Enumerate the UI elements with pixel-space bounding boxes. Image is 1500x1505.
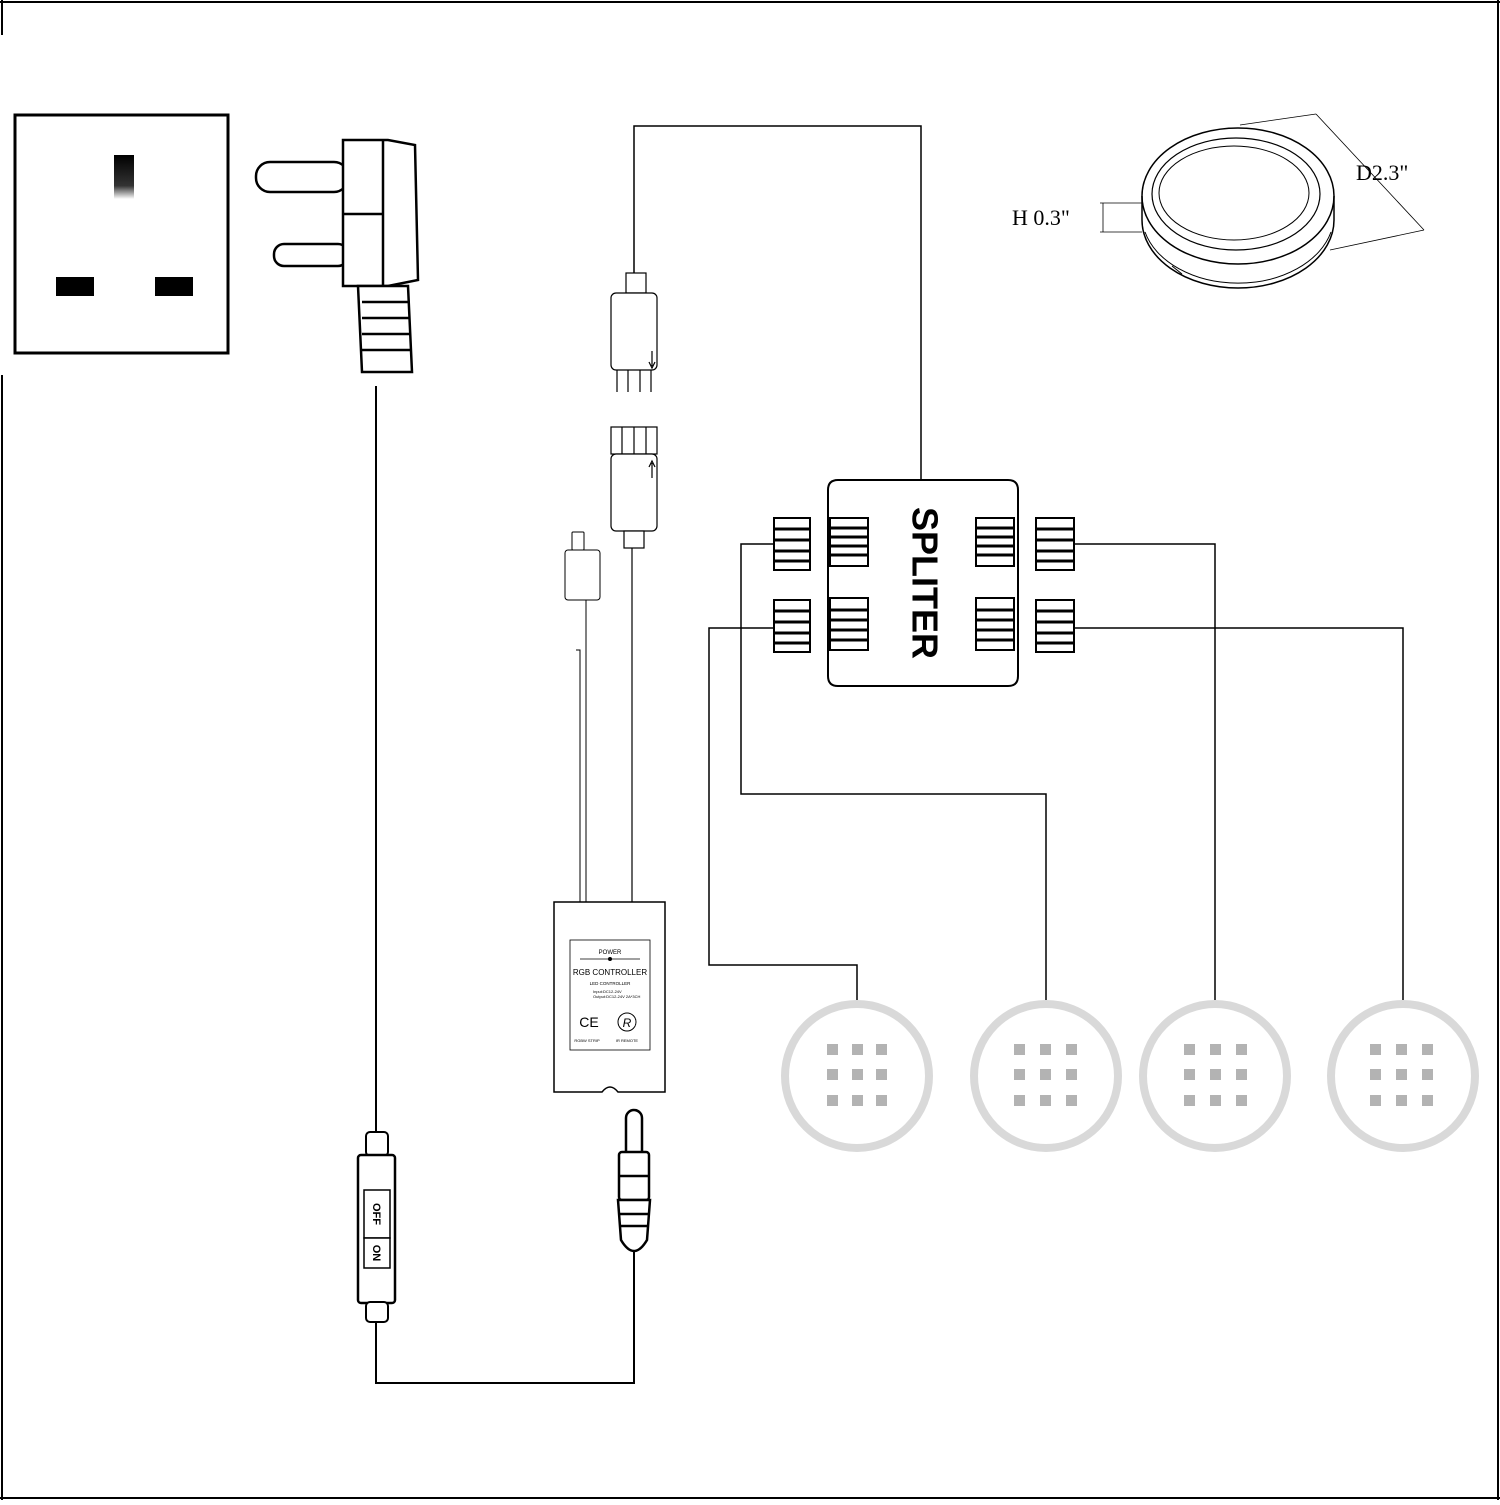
puck-light (1327, 1000, 1479, 1152)
controller-power-label: POWER (599, 950, 622, 956)
puck-dimension-drawing (1100, 113, 1425, 289)
socket-earth-slot (114, 155, 134, 199)
controller-subtitle: LED CONTROLLER (590, 981, 632, 986)
controller-rgbw-label: RGBW STRIP (574, 1038, 600, 1043)
puck-light (1139, 1000, 1291, 1152)
controller-output-spec: Output:DC12-24V 2A*3CH (593, 994, 640, 999)
dc-barrel-plug (616, 1108, 652, 1253)
switch-on-label: ON (370, 1245, 382, 1262)
puck-light (970, 1000, 1122, 1152)
controller-title: RGB CONTROLLER (573, 968, 647, 977)
switch-to-dc-cable (375, 1172, 635, 1384)
controller-input-spec: Input:DC12-24V (593, 989, 622, 994)
controller-to-splitter-cable (633, 125, 922, 481)
splitter-port-ridges (774, 526, 1074, 645)
ir-receiver (564, 531, 601, 601)
rgb-controller: POWER RGB CONTROLLER LED CONTROLLER Inpu… (553, 901, 666, 1093)
puck-height-label: H 0.3" (1012, 205, 1070, 230)
inline-switch: OFF ON (356, 1131, 397, 1323)
puck-diameter-label: D2.3" (1356, 160, 1408, 185)
power-plug (254, 138, 420, 374)
splitter: SPLITER (827, 479, 1019, 687)
switch-off-label: OFF (370, 1203, 382, 1225)
socket-neutral-slot (155, 277, 193, 296)
controller-ce-mark: CE (579, 1014, 598, 1030)
female-connector (610, 426, 658, 549)
socket-live-slot (56, 277, 94, 296)
ir-receiver-cable (576, 649, 581, 902)
wall-socket (13, 113, 230, 355)
controller-ir-label: IR REMOTE (616, 1038, 639, 1043)
controller-r-mark: R (623, 1016, 632, 1030)
puck-light (781, 1000, 933, 1152)
light-cables (708, 543, 1404, 1000)
male-connector (610, 272, 658, 392)
splitter-label: SPLITER (904, 507, 945, 659)
